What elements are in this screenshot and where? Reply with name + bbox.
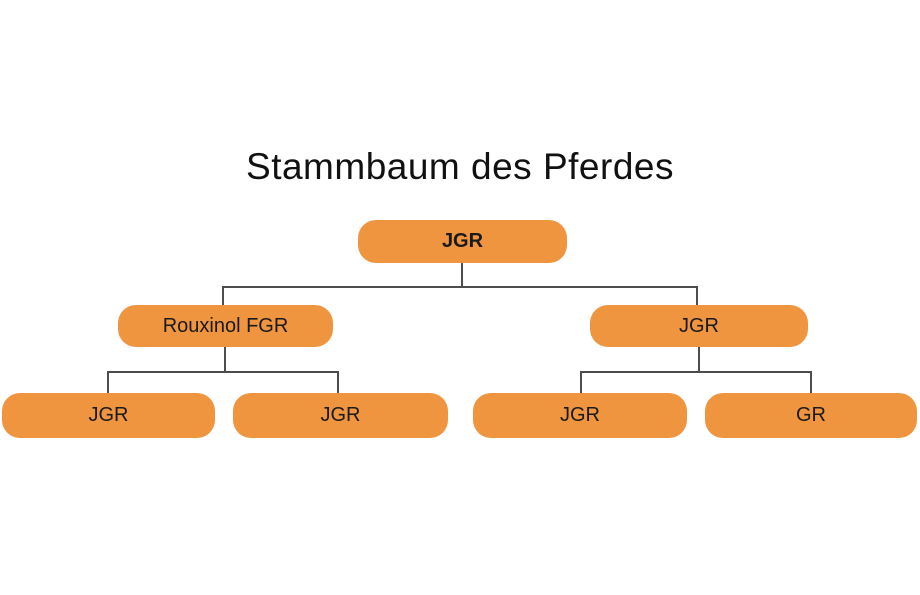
diagram-title: Stammbaum des Pferdes — [246, 146, 674, 187]
connector-level1-horizontal — [222, 286, 698, 288]
connector-right-child2-drop — [810, 371, 812, 393]
node-level3-2: JGR — [233, 393, 448, 438]
connector-level1-left-drop — [222, 286, 224, 305]
connector-right-horizontal — [580, 371, 812, 373]
node-level3-3: JGR — [473, 393, 687, 438]
node-level2-right: JGR — [590, 305, 808, 347]
node-level3-4: GR — [705, 393, 917, 438]
connector-root-drop — [461, 263, 463, 287]
connector-level1-right-drop — [696, 286, 698, 305]
connector-left-child2-drop — [337, 371, 339, 393]
connector-left-parent-drop — [224, 347, 226, 373]
connector-left-child1-drop — [107, 371, 109, 393]
node-level3-1: JGR — [2, 393, 215, 438]
connector-left-horizontal — [107, 371, 339, 373]
node-root: JGR — [358, 220, 567, 263]
connector-right-child1-drop — [580, 371, 582, 393]
node-rouxinol-fgr: Rouxinol FGR — [118, 305, 333, 347]
connector-right-parent-drop — [698, 347, 700, 373]
